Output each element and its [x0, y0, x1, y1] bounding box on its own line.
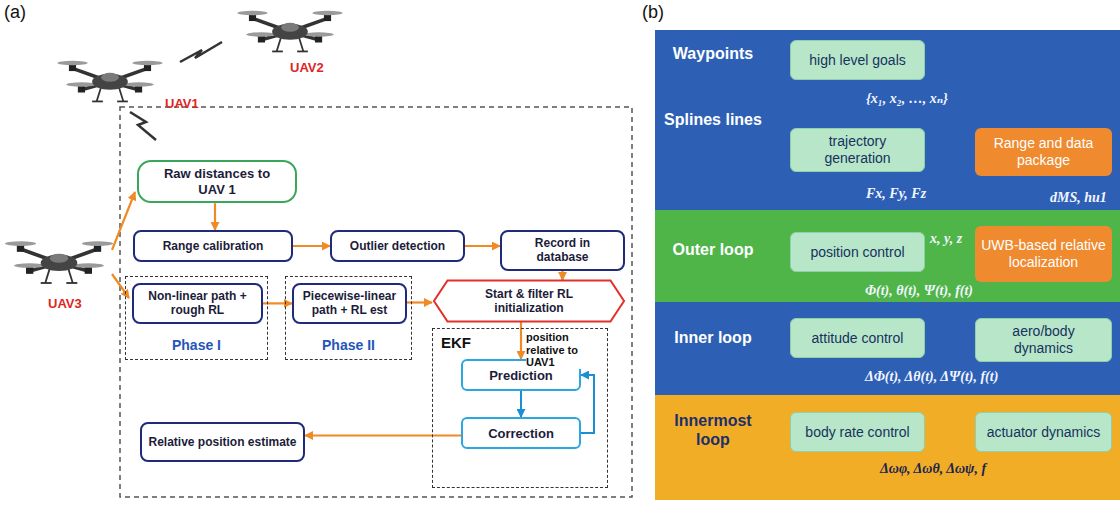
data-arrow — [112, 192, 135, 250]
edge-label: Δωφ, Δωθ, Δωψ, f — [880, 461, 986, 477]
node-text: high level goals — [809, 52, 906, 69]
process-box: attitude control — [790, 318, 925, 358]
sensor-box: UWB-based relative localization — [975, 226, 1112, 282]
edge-label: Fx, Fy, Fz — [866, 186, 926, 202]
loop-band: WaypointsSplines lines high level goals tr… — [655, 30, 1120, 210]
drone-icon — [237, 11, 342, 52]
group-title: Outer loop — [663, 240, 763, 259]
input-box: Raw distances to UAV 1 — [137, 160, 297, 203]
node-text: Piecewise-linear path + RL est — [300, 289, 399, 318]
node-text: trajectory generation — [797, 133, 918, 167]
node-text: position control — [810, 244, 904, 261]
group-title: Inner loop — [663, 328, 763, 347]
process-box: high level goals — [790, 40, 925, 80]
edge-label: ΔΦ(t), Δθ(t), ΔΨ(t), f(t) — [865, 369, 998, 385]
system-boundary — [120, 107, 632, 497]
node-text: Raw distances to UAV 1 — [149, 166, 285, 197]
group-title: EKF — [441, 334, 481, 351]
process-box: Non-linear path + rough RL — [132, 283, 263, 324]
group-title: Waypoints — [663, 44, 763, 63]
group-title: Innermost loop — [663, 411, 763, 449]
init-hexagon: Start & filter RL initialization — [432, 280, 626, 322]
node-text: UWB-based relative localization — [981, 237, 1106, 271]
node-text: Range calibration — [163, 239, 264, 253]
loop-band: Innermost loop body rate control actuator … — [655, 395, 1120, 500]
process-box: trajectory generation — [790, 128, 925, 172]
output-box: Relative position estimate — [140, 422, 305, 462]
panel-label: (b) — [642, 2, 664, 23]
node-text: aero/body dynamics — [982, 323, 1105, 357]
radio-link-symbol — [180, 42, 222, 62]
panel-label: (a) — [4, 2, 26, 23]
process-box: position control — [790, 232, 925, 272]
node-text: Correction — [488, 426, 554, 441]
hexagon-shape — [434, 280, 624, 321]
edge-label: x, y, z — [930, 231, 962, 247]
connector — [214, 203, 216, 230]
node-text: Range and data package — [981, 135, 1106, 169]
node-text: Non-linear path + rough RL — [140, 289, 255, 318]
drone-name: UAV2 — [290, 60, 324, 75]
drone-name: UAV1 — [165, 96, 199, 111]
process-box: Range calibration — [133, 230, 293, 262]
connector — [561, 271, 563, 280]
drone-icon — [57, 61, 162, 102]
process-box: body rate control — [790, 412, 925, 452]
node-text: body rate control — [805, 424, 909, 441]
connector — [520, 391, 522, 417]
group-title: Phase II — [286, 337, 411, 353]
drone-name: UAV3 — [48, 296, 82, 311]
node-text: Outlier detection — [350, 239, 445, 253]
connector — [581, 375, 594, 433]
edge-label: Φ(t), θ(t), Ψ(t), f(t) — [865, 283, 973, 299]
process-box: Piecewise-linear path + RL est — [292, 283, 407, 324]
sensor-box: Range and data package — [975, 128, 1112, 176]
connector — [293, 245, 330, 247]
connector — [407, 301, 432, 303]
data-arrow — [112, 274, 129, 298]
node-text: actuator dynamics — [987, 424, 1101, 441]
phase-group: Phase I Non-linear path + rough RL — [125, 276, 268, 360]
node-text: Relative position estimate — [148, 435, 296, 449]
edge-label: position relative to UAV1 — [526, 331, 606, 369]
connector — [305, 434, 461, 436]
process-box: aero/body dynamics — [975, 318, 1112, 362]
node-text: attitude control — [812, 330, 904, 347]
connector — [465, 245, 500, 247]
phase-group: Phase II Piecewise-linear path + RL est — [285, 276, 412, 360]
process-box: actuator dynamics — [975, 412, 1112, 452]
node-text: Start & filter RL initialization — [450, 287, 608, 316]
node-text: Record in database — [508, 236, 617, 265]
group-title: Phase I — [126, 337, 267, 353]
drone-icon — [5, 241, 113, 283]
filter-step-box: Correction — [461, 417, 581, 449]
edge-label: {x₁, x₂, …, xₙ} — [866, 90, 948, 107]
node-text: Prediction — [489, 368, 553, 383]
process-box: Record in database — [500, 230, 625, 271]
group-title: Splines lines — [663, 110, 763, 129]
radio-link-symbol — [130, 112, 156, 140]
edge-label: dMS, hu1 — [1050, 190, 1107, 206]
process-box: Outlier detection — [330, 230, 465, 262]
